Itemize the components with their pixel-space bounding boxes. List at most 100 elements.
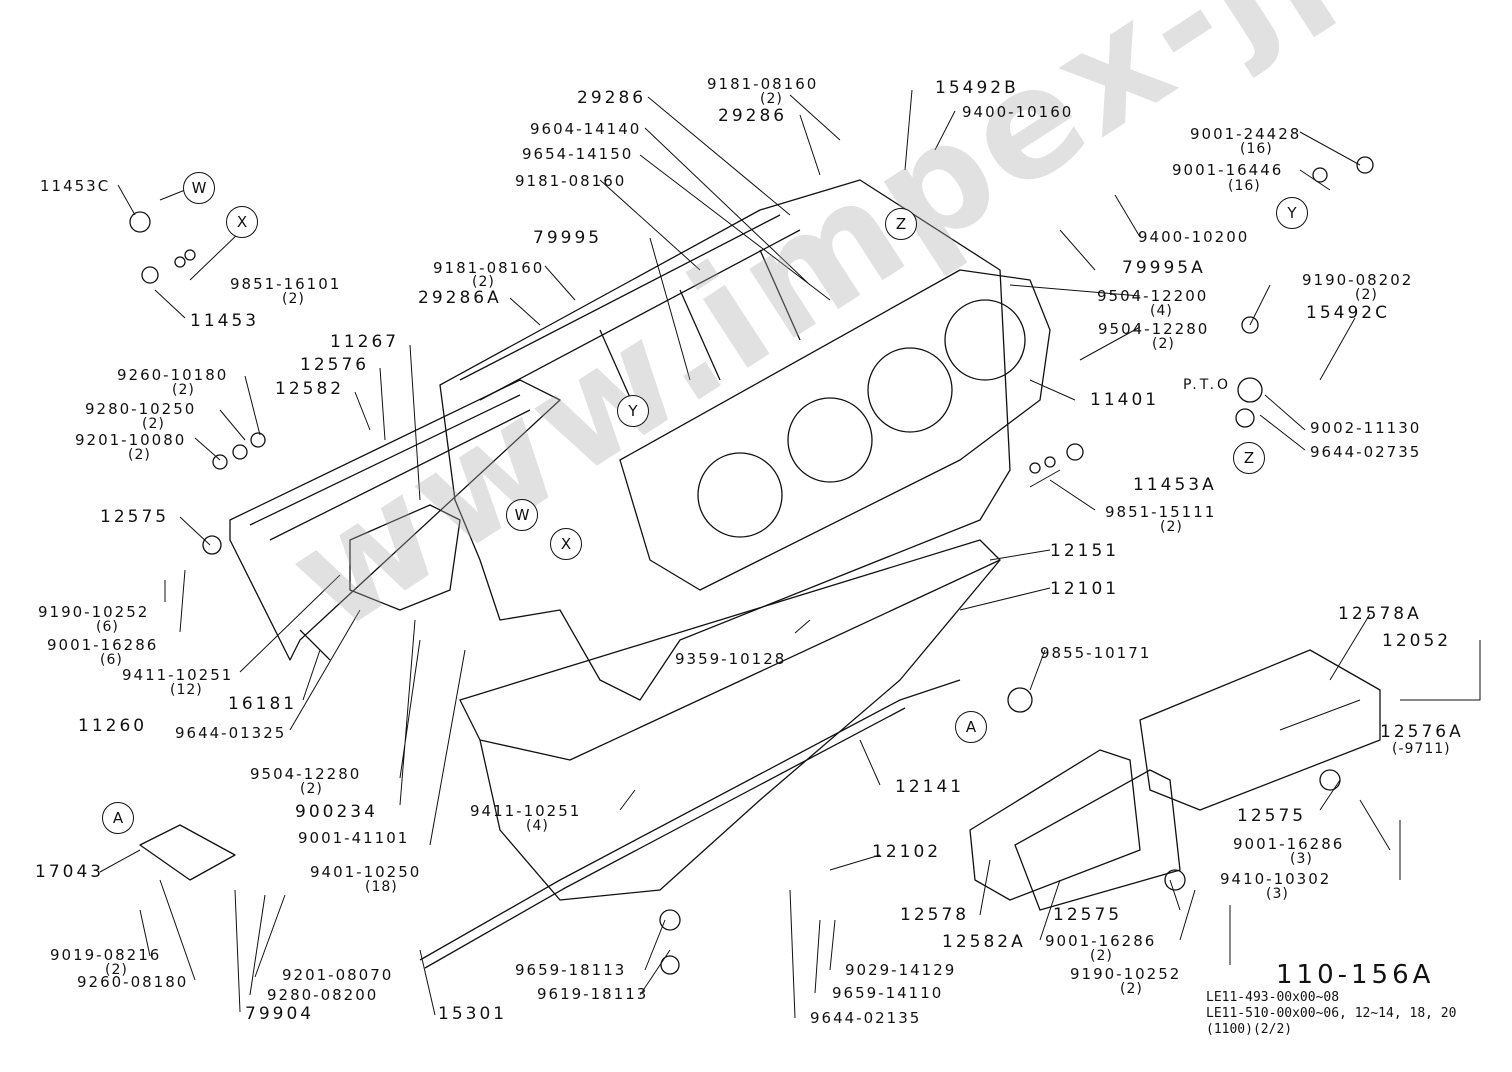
part-label: 9400-10160	[962, 103, 1074, 121]
part-label: 12576	[300, 355, 370, 375]
part-label: 12102	[872, 842, 942, 862]
gasket-bore	[867, 347, 953, 433]
part-label: 9190-10252	[38, 603, 150, 621]
part-label: 11453	[190, 311, 260, 331]
part-label: 29286A	[418, 288, 502, 308]
gasket-bore	[697, 452, 783, 538]
part-label: 9644-02135	[810, 1009, 922, 1027]
part-qty: (16)	[1228, 178, 1261, 194]
head-gasket	[619, 269, 1051, 591]
part-label: 9659-14110	[832, 984, 944, 1002]
part-label: 9504-12280	[250, 765, 362, 783]
ref-marker-x-block: X	[550, 528, 582, 560]
oil-pan	[479, 559, 1001, 901]
part-label: 9411-10251	[122, 666, 234, 684]
dipstick-tube	[419, 679, 961, 961]
part-label: 17043	[35, 862, 105, 882]
part-qty: (2)	[760, 91, 783, 107]
part-qty: (4)	[526, 818, 549, 834]
gasket-bore	[787, 397, 873, 483]
part-label: 9280-08200	[267, 986, 379, 1004]
part-label: 79995	[533, 228, 603, 248]
part-label: 9001-16286	[47, 636, 159, 654]
part-qty: (12)	[170, 682, 203, 698]
part-label: 9260-08180	[77, 973, 189, 991]
side-cover-panel	[229, 379, 561, 661]
cover-gasket	[349, 504, 461, 611]
part-label: 9201-08070	[282, 966, 394, 984]
part-label: 12575	[1237, 806, 1307, 826]
part-label: 9260-10180	[117, 366, 229, 384]
part-label: 9181-08160	[515, 172, 627, 190]
part-label: 12576A	[1380, 722, 1464, 742]
ref-marker-a-cable: A	[955, 711, 987, 743]
part-qty: (18)	[365, 879, 398, 895]
part-label: 16181	[228, 694, 298, 714]
ref-marker-x: X	[226, 206, 258, 238]
part-label: 9644-02735	[1310, 443, 1422, 461]
part-label: 9002-11130	[1310, 419, 1422, 437]
part-label: 12578A	[1338, 604, 1422, 624]
part-label: 9280-10250	[85, 400, 197, 418]
part-qty: (2)	[105, 962, 128, 978]
part-label: 9400-10200	[1138, 228, 1250, 246]
bracket-17043	[139, 824, 236, 881]
part-label: 9659-18113	[515, 961, 627, 979]
part-label: 11260	[78, 716, 148, 736]
part-label: 9504-12280	[1098, 320, 1210, 338]
part-qty: (-9711)	[1392, 741, 1451, 757]
part-label: 9851-15111	[1105, 503, 1217, 521]
cylinder-block	[439, 179, 1011, 701]
part-qty: (2)	[1120, 981, 1143, 997]
part-qty: (2)	[1160, 519, 1183, 535]
part-label: 9019-08216	[50, 946, 162, 964]
ref-marker-z: Z	[885, 208, 917, 240]
part-qty: (2)	[472, 274, 495, 290]
part-label: 9619-18113	[537, 985, 649, 1003]
part-label: 15492C	[1306, 303, 1390, 323]
part-label: 9190-08202	[1302, 271, 1414, 289]
pto-label: P.T.O	[1183, 377, 1232, 393]
part-label: 12141	[895, 777, 965, 797]
part-label: 29286	[577, 88, 647, 108]
part-label: 9201-10080	[75, 431, 187, 449]
part-label: 9644-01325	[175, 724, 287, 742]
part-label: 12575	[1053, 905, 1123, 925]
manifold-gasket-2	[1014, 769, 1181, 911]
part-label: 9001-16286	[1045, 932, 1157, 950]
ref-marker-z-pto: Z	[1233, 442, 1265, 474]
part-qty: (3)	[1290, 851, 1313, 867]
part-label: 12578	[900, 905, 970, 925]
manifold-gasket	[969, 749, 1141, 901]
part-label: 9851-16101	[230, 275, 342, 293]
part-label: 9604-14140	[530, 120, 642, 138]
part-label: 12052	[1382, 631, 1452, 651]
part-qty: (2)	[282, 291, 305, 307]
part-label: 11453C	[40, 177, 111, 195]
part-qty: (2)	[300, 781, 323, 797]
part-label: 9855-10171	[1040, 644, 1152, 662]
part-label: 12151	[1050, 541, 1120, 561]
part-label: 9504-12200	[1097, 287, 1209, 305]
part-label: 15301	[438, 1004, 508, 1024]
part-label: 12101	[1050, 579, 1120, 599]
applicability-line: (1100)(2/2)	[1206, 1022, 1293, 1037]
part-label: 9001-16446	[1172, 161, 1284, 179]
ref-marker-w: W	[183, 172, 215, 204]
part-qty: (2)	[142, 416, 165, 432]
part-label: 9411-10251	[470, 802, 582, 820]
part-label: 12575	[100, 507, 170, 527]
cover-plate	[1139, 649, 1381, 811]
part-label: 9001-41101	[298, 829, 410, 847]
part-label: 11453A	[1133, 475, 1217, 495]
part-label: 15492B	[935, 78, 1019, 98]
part-qty: (2)	[172, 382, 195, 398]
ref-marker-y-block: Y	[617, 395, 649, 427]
part-qty: (2)	[1090, 948, 1113, 964]
ref-marker-w-block: W	[506, 499, 538, 531]
part-label: 9001-24428	[1190, 125, 1302, 143]
applicability-line: LE11-510-00x00~06, 12~14, 18, 20	[1206, 1006, 1457, 1021]
part-qty: (4)	[1150, 303, 1173, 319]
part-label: 9181-08160	[433, 259, 545, 277]
